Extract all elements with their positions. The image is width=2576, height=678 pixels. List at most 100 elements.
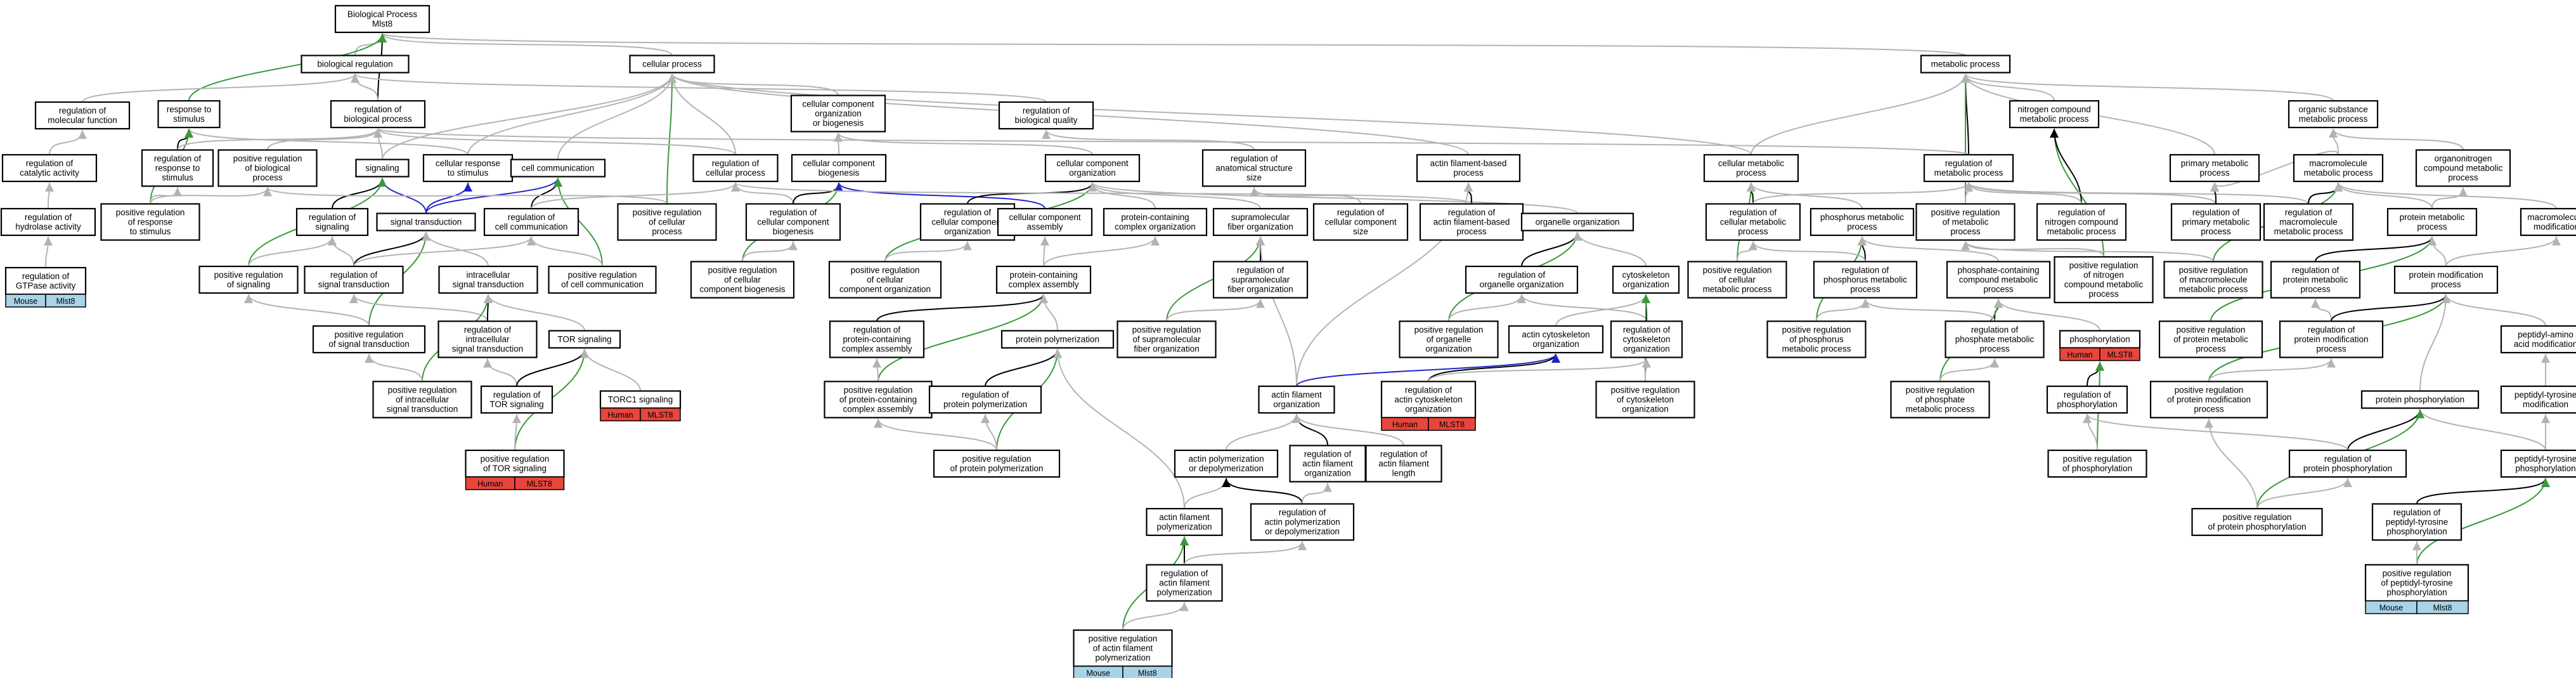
go-term-st[interactable]: signal transduction (376, 212, 476, 231)
go-term-cc[interactable]: cell communication (510, 159, 606, 178)
go-term-tor[interactable]: TOR signaling (548, 330, 621, 349)
go-term-mm[interactable]: macromoleculemodification (2520, 207, 2576, 237)
go-term-pp[interactable]: protein polymerization (1000, 330, 1115, 349)
go-term-cp[interactable]: cellular process (629, 55, 715, 74)
go-term-protphos[interactable]: protein phosphorylation (2360, 390, 2480, 409)
go-term-oo[interactable]: organelle organization (1520, 212, 1634, 231)
go-term-breg[interactable]: biological regulation (301, 55, 410, 74)
